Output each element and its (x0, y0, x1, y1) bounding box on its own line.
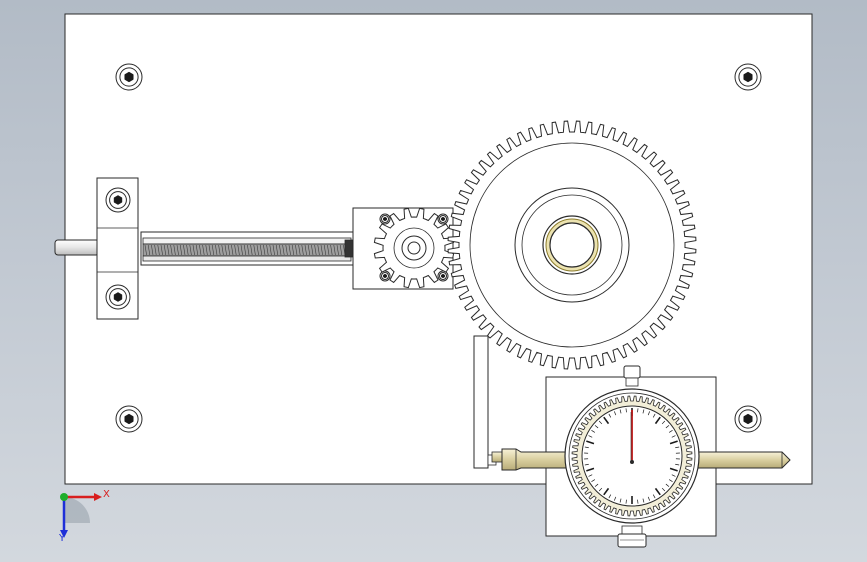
indicator-plunger[interactable] (491, 448, 791, 471)
socket-head-screw-icon (115, 405, 143, 433)
socket-head-screw-icon (379, 213, 391, 225)
socket-head-screw-icon (105, 187, 131, 213)
dial-scale (584, 408, 680, 504)
socket-head-screw-icon (105, 284, 131, 310)
socket-head-screw-icon (115, 63, 143, 91)
corner-screw-bottom-left[interactable] (115, 405, 143, 433)
coordinate-triad-icon (60, 493, 102, 538)
socket-head-screw-icon (734, 405, 762, 433)
bearing-block[interactable] (96, 177, 139, 320)
pinion-gear[interactable] (373, 207, 455, 289)
large-gear[interactable] (447, 120, 697, 370)
socket-head-screw-icon (379, 270, 391, 282)
coordinate-triad: X Y (58, 489, 110, 544)
y-axis-label: Y (58, 533, 66, 544)
dial-indicator[interactable] (564, 388, 700, 524)
corner-screw-top-right[interactable] (734, 63, 762, 91)
rack-teeth (144, 244, 349, 256)
gear-rack[interactable] (140, 231, 354, 266)
corner-screw-bottom-right[interactable] (734, 405, 762, 433)
corner-screw-top-left[interactable] (115, 63, 143, 91)
socket-head-screw-icon (437, 213, 449, 225)
socket-head-screw-icon (734, 63, 762, 91)
x-axis-label: X (103, 489, 110, 500)
socket-head-screw-icon (437, 270, 449, 282)
input-shaft-end[interactable] (54, 239, 100, 256)
